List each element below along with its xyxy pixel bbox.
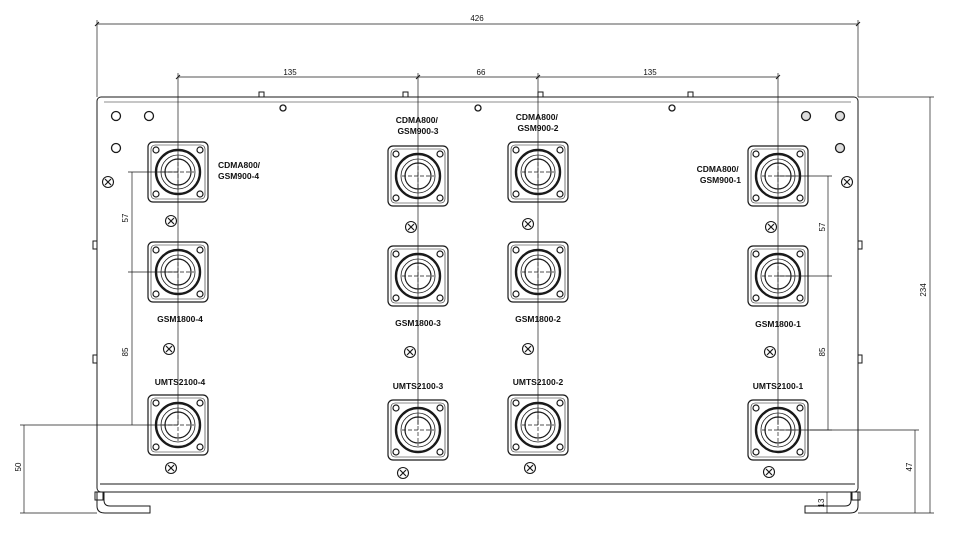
top-nub-2 xyxy=(402,91,409,98)
connectors xyxy=(147,141,809,461)
screw-icon xyxy=(763,345,777,359)
dim-tick xyxy=(775,74,781,80)
hole-icon xyxy=(110,142,122,154)
left-foot xyxy=(96,492,151,514)
side-stud-right-2 xyxy=(857,354,863,364)
bottom-stud-right xyxy=(851,491,861,501)
screw-icon xyxy=(762,465,776,479)
label-col1-top-line1: CDMA800/ xyxy=(218,160,261,170)
hole-icon xyxy=(143,110,155,122)
dim-v-top-left: 57 xyxy=(121,213,130,222)
screw-icon xyxy=(396,466,410,480)
screw-icon xyxy=(521,217,535,231)
label-col2-middle: GSM1800-3 xyxy=(395,318,441,328)
enclosure xyxy=(92,91,863,514)
dimension-ticks xyxy=(94,21,861,80)
screw-icon xyxy=(523,461,537,475)
dim-v-bottom-right: 85 xyxy=(818,347,827,356)
label-col2-bottom: UMTS2100-3 xyxy=(393,381,444,391)
top-nub-3 xyxy=(537,91,544,98)
hole-icon xyxy=(110,110,122,122)
dim-tick xyxy=(175,74,181,80)
dim-tick xyxy=(535,74,541,80)
screw-icon xyxy=(164,461,178,475)
screw-icon xyxy=(162,342,176,356)
dim-v-top-right: 57 xyxy=(818,222,827,231)
label-col3-top-line2: GSM900-2 xyxy=(517,123,558,133)
dim-tick xyxy=(94,21,100,27)
label-col4-top: CDMA800/ GSM900-1 xyxy=(697,164,742,185)
enclosure-outline xyxy=(96,96,859,493)
screws xyxy=(101,175,854,480)
screw-icon xyxy=(764,220,778,234)
screw-icon xyxy=(840,175,854,189)
label-col4-bottom: UMTS2100-1 xyxy=(753,381,804,391)
side-stud-left-1 xyxy=(92,240,98,250)
dim-height-total: 234 xyxy=(919,283,928,297)
dim-foot-height: 13 xyxy=(817,498,826,507)
dimension-texts: 426 135 66 135 234 57 85 57 85 50 47 13 xyxy=(14,14,928,507)
label-col2-top-line1: CDMA800/ xyxy=(396,115,439,125)
screw-icon xyxy=(521,342,535,356)
screw-icon xyxy=(101,175,115,189)
hole-icon xyxy=(474,104,482,112)
label-col4-middle: GSM1800-1 xyxy=(755,319,801,329)
bottom-stud-left xyxy=(94,491,104,501)
dim-spacing-right: 135 xyxy=(643,68,657,77)
dim-tick xyxy=(855,21,861,27)
dim-bottom-right-height: 47 xyxy=(905,462,914,471)
screw-icon xyxy=(403,345,417,359)
top-nub-4 xyxy=(687,91,694,98)
hole-icon xyxy=(668,104,676,112)
label-col2-top: CDMA800/ GSM900-3 xyxy=(396,115,440,136)
label-col4-top-line2: GSM900-1 xyxy=(700,175,741,185)
screw-icon xyxy=(164,214,178,228)
dim-spacing-center: 66 xyxy=(477,68,486,77)
label-col1-bottom: UMTS2100-4 xyxy=(155,377,206,387)
dim-bottom-left-height: 50 xyxy=(14,462,23,471)
label-col3-middle: GSM1800-2 xyxy=(515,314,561,324)
hole-icon xyxy=(800,110,812,122)
dim-v-bottom-left: 85 xyxy=(121,347,130,356)
hole-icon xyxy=(834,110,846,122)
corner-holes xyxy=(110,104,846,154)
label-col3-top: CDMA800/ GSM900-2 xyxy=(516,112,560,133)
label-col2-top-line2: GSM900-3 xyxy=(397,126,438,136)
dimension-lines xyxy=(20,20,934,514)
dim-overall-width: 426 xyxy=(470,14,484,23)
hole-icon xyxy=(279,104,287,112)
side-stud-left-2 xyxy=(92,354,98,364)
label-col3-bottom: UMTS2100-2 xyxy=(513,377,564,387)
label-col4-top-line1: CDMA800/ xyxy=(697,164,740,174)
top-nub-1 xyxy=(258,91,265,98)
label-col1-top-line2: GSM900-4 xyxy=(218,171,259,181)
label-col1-middle: GSM1800-4 xyxy=(157,314,203,324)
side-stud-right-1 xyxy=(857,240,863,250)
label-col1-top: CDMA800/ GSM900-4 xyxy=(218,160,262,181)
dim-spacing-left: 135 xyxy=(283,68,297,77)
dim-tick xyxy=(415,74,421,80)
right-foot xyxy=(804,492,859,514)
connector-labels: CDMA800/ GSM900-4 GSM1800-4 UMTS2100-4 C… xyxy=(155,112,804,391)
screw-icon xyxy=(404,220,418,234)
hole-icon xyxy=(834,142,846,154)
label-col3-top-line1: CDMA800/ xyxy=(516,112,559,122)
